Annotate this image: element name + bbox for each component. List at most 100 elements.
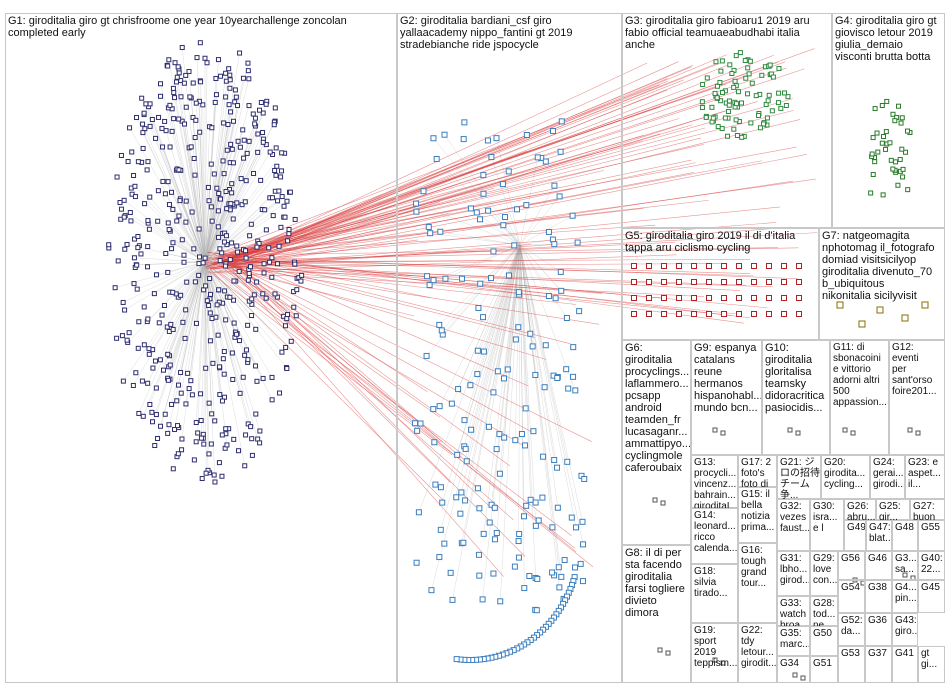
node [733,53,739,59]
edge [124,261,206,311]
node [721,311,727,317]
node [196,261,202,267]
node [217,364,223,370]
node [631,279,637,285]
group-label-g8: G8: il di per sta facendo giroditalia fa… [625,547,685,619]
node [676,263,682,269]
node [203,470,209,476]
edge [204,73,226,263]
node [222,288,228,294]
node [721,279,727,285]
node [167,362,173,368]
node [243,255,249,261]
node [718,68,724,74]
node [646,279,652,285]
node [475,304,482,311]
node [127,125,133,131]
group-panel-g43: G43: giro... [892,613,918,646]
node [158,93,164,99]
node [134,115,140,121]
node [749,80,755,86]
edge [231,67,787,259]
node [235,138,241,144]
group-label-g25: G25: gir... rubé... [879,501,901,520]
node [218,73,224,79]
node [905,187,911,193]
node [460,539,467,546]
edge [206,239,418,270]
node [215,208,221,214]
edge [204,261,264,379]
node [729,71,735,77]
node [902,572,908,578]
node [631,311,637,317]
node [511,563,518,570]
node [203,283,209,289]
node [231,320,237,326]
node [895,182,901,188]
edge [500,244,521,602]
node [493,446,500,453]
node [146,346,152,352]
edge [204,261,249,424]
node [131,281,137,287]
node [249,296,255,302]
node [208,441,214,447]
node [178,390,184,396]
node [179,436,185,442]
group-panel-g26: G26: abru... 25ge... [844,499,876,520]
edge [204,104,230,263]
node [176,382,182,388]
node [149,419,155,425]
node [558,287,565,294]
edge [519,244,568,319]
node [699,105,705,111]
edge [232,266,536,435]
node [745,65,751,71]
group-panel-g12: G12: eventi per sant'orso foire201... [889,340,945,455]
node [476,572,483,579]
group-panel-g28: G28: tod... ne... [810,596,838,626]
node [141,110,147,116]
node [275,198,281,204]
node [135,245,141,251]
node [115,258,121,264]
node [272,105,278,111]
node [751,295,757,301]
group-panel-g20: G20: girodita... cycling... [821,455,870,499]
node [474,347,481,354]
node [676,295,682,301]
node [279,194,285,200]
node [733,117,739,123]
edge [204,261,251,427]
edge [204,191,276,263]
node [193,100,199,106]
edge [208,261,741,291]
edge [519,196,560,246]
node [437,228,444,235]
edge [221,255,428,393]
node [413,559,420,566]
node [168,321,174,327]
group-panel-g15: G15: il bella notizia prima... [738,487,777,543]
group-label-g56: G56 [841,553,860,564]
node [223,317,229,323]
node [227,294,233,300]
group-label-g40: G40: 22... [921,553,943,575]
group-label-g21: G21: ジ ロの招待 チーム争... [780,457,820,499]
node [263,101,269,107]
node [480,348,487,355]
node [739,100,745,106]
node [263,295,269,301]
group-label-g14: G14: leonard... ricco calenda... [694,510,737,554]
node [161,302,167,308]
group-panel-g29: G29: love con... [810,551,838,596]
node [746,71,752,77]
node [228,201,234,207]
node [800,675,806,681]
edge [206,62,648,270]
node [254,378,260,384]
node [579,518,586,525]
edge [156,261,206,415]
node [114,174,120,180]
